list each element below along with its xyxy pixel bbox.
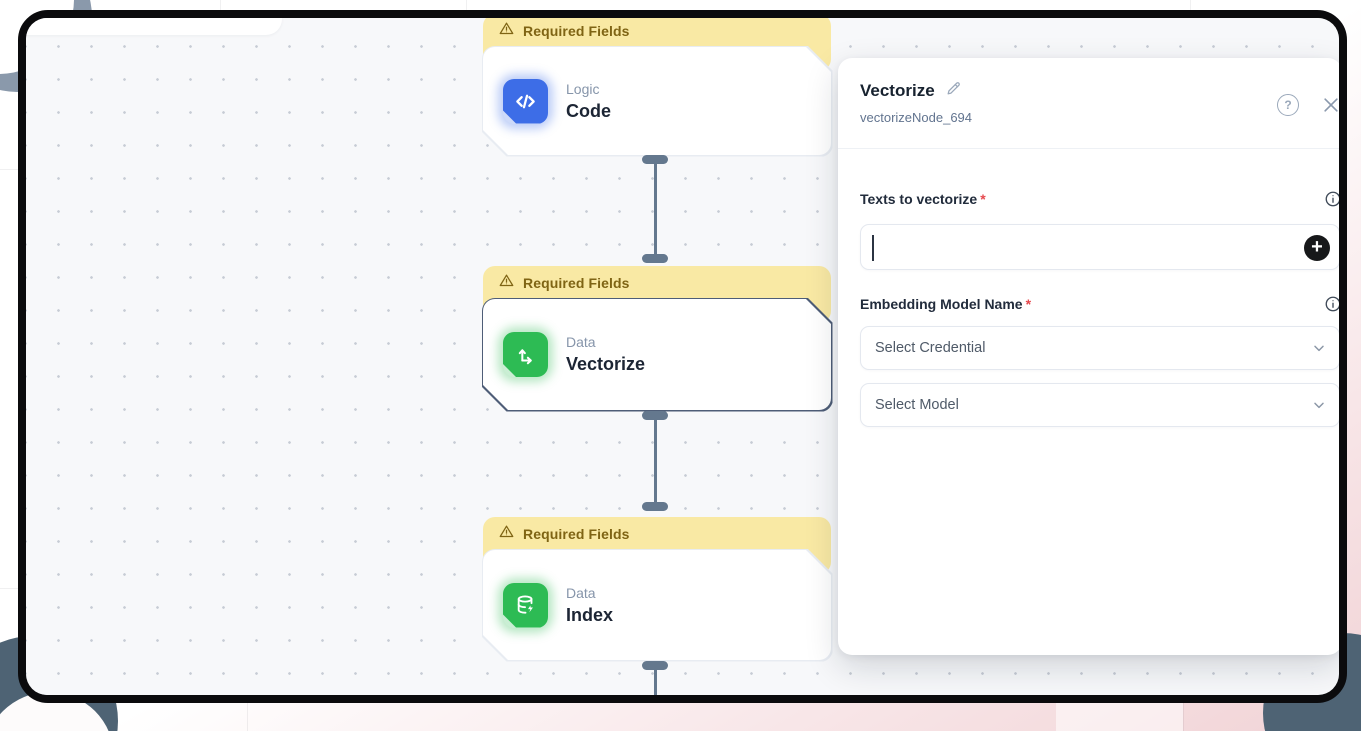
required-asterisk: * <box>1025 296 1032 312</box>
node-title: Vectorize <box>566 354 646 374</box>
select-model-dropdown[interactable]: Select Model <box>860 383 1339 427</box>
node-id-label: vectorizeNode_694 <box>860 110 973 125</box>
output-handle-code[interactable] <box>642 155 668 164</box>
code-icon <box>503 79 548 124</box>
select-value: Select Model <box>875 397 959 413</box>
node-config-panel: Vectorize vectorizeNode_694 ? Texts to v… <box>838 58 1339 655</box>
background-grid-line <box>1190 0 1191 10</box>
background-grid-line <box>466 0 467 10</box>
close-icon[interactable] <box>1321 95 1339 115</box>
texts-to-vectorize-input[interactable]: + <box>860 224 1339 270</box>
node-title: Index <box>566 604 614 625</box>
panel-title: Vectorize <box>860 81 935 100</box>
warning-triangle-icon <box>499 21 514 41</box>
banner-label: Required Fields <box>523 525 630 542</box>
vector-arrows-icon <box>503 332 548 377</box>
decorative-tab-shape <box>1056 703 1183 731</box>
warning-triangle-icon <box>499 524 514 544</box>
select-credential-dropdown[interactable]: Select Credential <box>860 326 1339 370</box>
node-icon-frame <box>503 79 548 124</box>
field-label-texts-to-vectorize: Texts to vectorize* <box>860 191 986 207</box>
workflow-node-code[interactable]: Required Fields Logic Code <box>483 18 831 155</box>
background-grid-line <box>0 588 18 589</box>
workflow-node-vectorize[interactable]: Required Fields Data Vectorize <box>483 266 831 410</box>
background-grid-line <box>0 169 18 170</box>
node-card[interactable]: Data Vectorize <box>483 299 831 410</box>
chevron-down-icon <box>1311 397 1327 418</box>
field-label-embedding-model-name: Embedding Model Name* <box>860 296 1031 312</box>
info-icon[interactable] <box>1324 190 1339 208</box>
node-title: Code <box>566 100 611 121</box>
edge-code-to-vectorize <box>654 162 657 258</box>
chevron-down-icon <box>1311 340 1327 361</box>
edge-index-down <box>654 668 657 695</box>
node-category: Data <box>566 584 596 601</box>
node-card[interactable]: Data Index <box>483 550 831 660</box>
node-category: Data <box>566 334 596 350</box>
panel-divider <box>838 148 1339 149</box>
background-grid-line <box>1183 703 1184 731</box>
pencil-icon[interactable] <box>945 80 962 102</box>
required-asterisk: * <box>980 191 986 207</box>
input-handle-index[interactable] <box>642 502 668 511</box>
node-category: Logic <box>566 80 600 97</box>
select-value: Select Credential <box>875 340 986 356</box>
output-handle-index[interactable] <box>642 661 668 670</box>
banner-label: Required Fields <box>523 274 630 291</box>
field-label-text: Embedding Model Name <box>860 296 1023 312</box>
plus-glyph: + <box>1311 236 1323 258</box>
device-frame: Required Fields Logic Code <box>18 10 1347 703</box>
help-circle-icon[interactable]: ? <box>1277 94 1299 116</box>
database-bolt-icon <box>503 583 548 628</box>
help-glyph: ? <box>1284 98 1292 112</box>
warning-triangle-icon <box>499 273 514 293</box>
field-label-text: Texts to vectorize <box>860 191 978 207</box>
input-handle-vectorize[interactable] <box>642 254 668 263</box>
edge-vectorize-to-index <box>654 418 657 506</box>
background-grid-line <box>247 703 248 731</box>
node-icon-frame <box>503 332 548 377</box>
node-card[interactable]: Logic Code <box>483 47 831 155</box>
plus-circle-icon[interactable]: + <box>1304 235 1330 261</box>
background-grid-line <box>220 0 221 10</box>
canvas-toolbar-remnant <box>26 18 282 35</box>
text-caret <box>872 235 874 261</box>
banner-label: Required Fields <box>523 22 630 39</box>
workflow-node-index[interactable]: Required Fields Data Index <box>483 517 831 660</box>
workflow-canvas[interactable]: Required Fields Logic Code <box>26 18 1339 695</box>
info-icon[interactable] <box>1324 295 1339 313</box>
node-icon-frame <box>503 583 548 628</box>
output-handle-vectorize[interactable] <box>642 411 668 420</box>
